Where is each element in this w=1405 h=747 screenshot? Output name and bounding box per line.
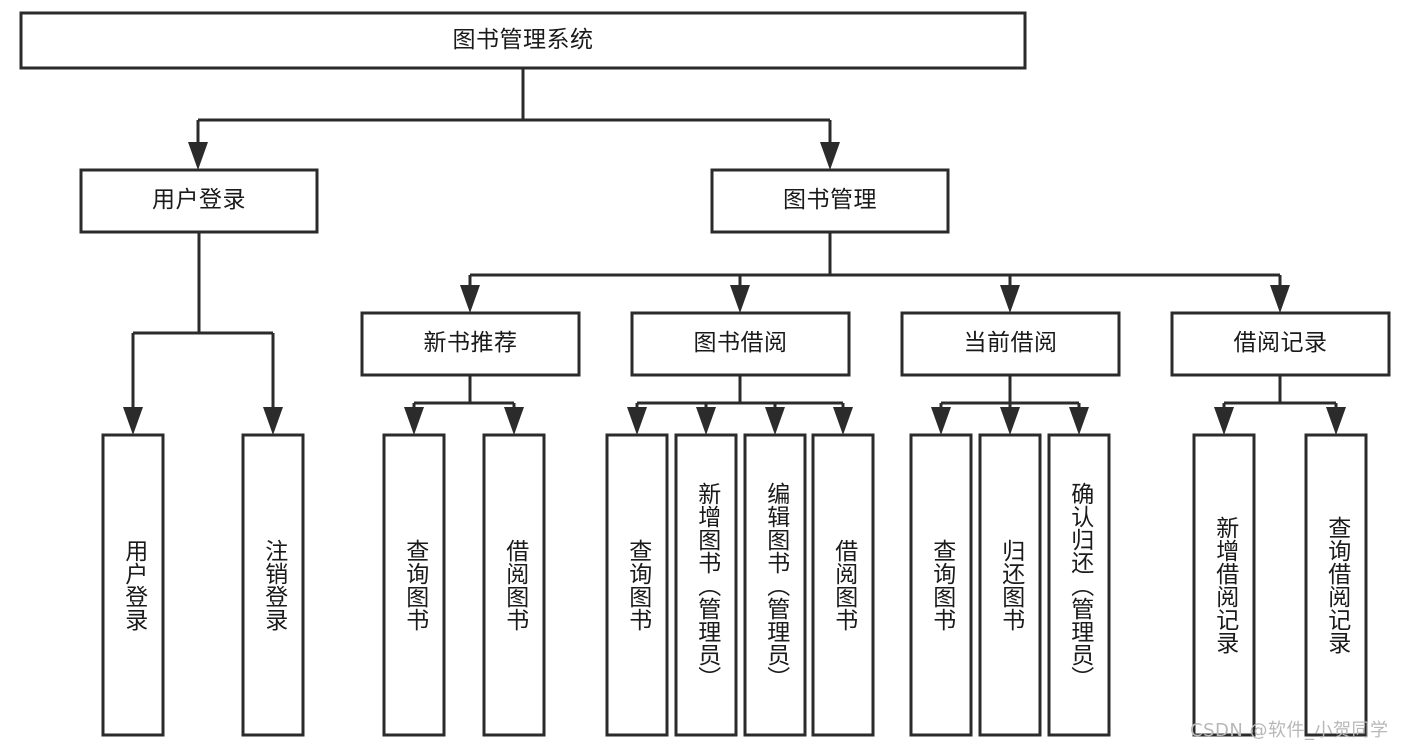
leaf-box-user-login-1[interactable]	[101, 433, 165, 737]
arrow-head-to-current-borrow	[1000, 285, 1020, 313]
leaf-box-book-borrow-1[interactable]	[605, 433, 669, 737]
arrow-head-to-borrow-record	[1270, 285, 1290, 313]
arrow-head-book-borrow-leaf-1	[627, 407, 647, 435]
leaf-box-book-borrow-2[interactable]	[674, 433, 738, 737]
connector-root-to-split	[196, 68, 832, 148]
leaf-box-borrow-record-2[interactable]	[1304, 433, 1368, 737]
arrow-head-to-user-login	[188, 142, 208, 170]
leaf-box-book-borrow-4[interactable]	[811, 433, 875, 737]
arrow-head-user-login-leaf-1	[123, 407, 143, 435]
connector-user-login-split	[131, 232, 275, 412]
arrow-head-book-borrow-leaf-3	[765, 407, 785, 435]
arrow-head-borrow-record-leaf-2	[1326, 407, 1346, 435]
node-box-current-borrow[interactable]	[900, 311, 1121, 377]
leaf-box-current-borrow-1[interactable]	[909, 433, 973, 737]
node-box-borrow-record[interactable]	[1170, 311, 1391, 377]
arrow-head-new-book-leaf-2	[504, 407, 524, 435]
arrow-head-borrow-record-leaf-1	[1214, 407, 1234, 435]
arrow-head-current-borrow-leaf-1	[931, 407, 951, 435]
arrow-head-book-borrow-leaf-4	[833, 407, 853, 435]
arrow-head-new-book-leaf-1	[404, 407, 424, 435]
leaf-box-book-borrow-3[interactable]	[743, 433, 807, 737]
connector-borrow-record-split	[1222, 375, 1338, 412]
node-box-new-book-recommend[interactable]	[360, 311, 581, 377]
node-box-root[interactable]	[19, 11, 1027, 70]
leaf-box-borrow-record-1[interactable]	[1192, 433, 1256, 737]
connector-book-borrow-split	[635, 375, 845, 412]
arrow-head-current-borrow-leaf-2	[1000, 407, 1020, 435]
connector-new-book-split	[412, 375, 516, 412]
leaf-box-user-login-2[interactable]	[241, 433, 305, 737]
connector-book-manage-split	[468, 232, 1282, 291]
node-box-book-manage[interactable]	[710, 168, 950, 234]
connector-current-borrow-split	[939, 375, 1081, 412]
node-box-user-login[interactable]	[79, 168, 319, 234]
arrow-head-user-login-leaf-2	[263, 407, 283, 435]
arrow-head-book-borrow-leaf-2	[696, 407, 716, 435]
leaf-box-new-book-1[interactable]	[382, 433, 446, 737]
arrow-head-to-book-borrow	[730, 285, 750, 313]
node-box-book-borrow[interactable]	[630, 311, 851, 377]
arrow-head-current-borrow-leaf-3	[1069, 407, 1089, 435]
arrow-head-to-book-manage	[820, 142, 840, 170]
leaf-box-new-book-2[interactable]	[482, 433, 546, 737]
leaf-box-current-borrow-3[interactable]	[1047, 433, 1111, 737]
leaf-box-current-borrow-2[interactable]	[978, 433, 1042, 737]
arrow-head-to-new-book	[460, 285, 480, 313]
